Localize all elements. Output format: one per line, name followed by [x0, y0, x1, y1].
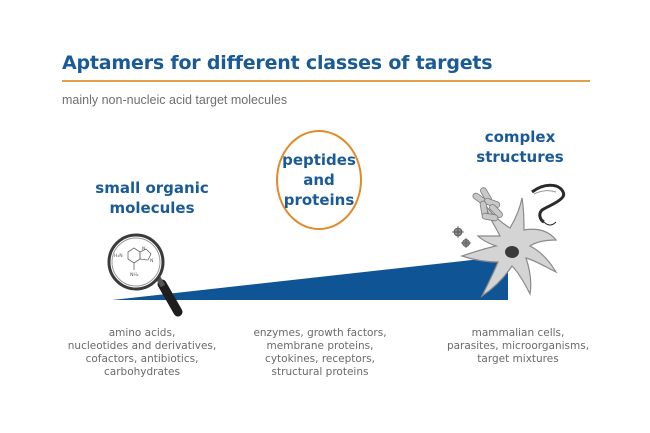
molecule-label: H₂N [114, 253, 123, 259]
heading-line: small organic [95, 179, 209, 197]
heading-small-organic-molecules: small organic molecules [82, 178, 222, 218]
examples-small-organic-molecules: amino acids, nucleotides and derivatives… [62, 327, 222, 379]
page-subtitle: mainly non-nucleic acid target molecules [62, 93, 288, 107]
heading-complex-structures: complex structures [460, 127, 580, 167]
example-line: target mixtures [477, 353, 559, 365]
heading-line: molecules [109, 199, 195, 217]
page-title: Aptamers for different classes of target… [62, 52, 493, 74]
virus-icon [452, 226, 471, 248]
example-line: amino acids, [108, 327, 176, 339]
heading-line: peptides [282, 151, 356, 169]
example-line: structural proteins [271, 366, 369, 378]
cell-icon [460, 197, 558, 298]
heading-line: proteins [283, 191, 355, 209]
parasite-icon [531, 183, 566, 226]
example-line: mammalian cells, [471, 327, 565, 339]
examples-complex-structures: mammalian cells, parasites, microorganis… [438, 327, 598, 366]
example-line: carbohydrates [104, 366, 180, 378]
example-line: nucleotides and derivatives, [67, 340, 217, 352]
example-line: cofactors, antibiotics, [85, 353, 199, 365]
molecule-label: N [150, 258, 153, 264]
molecule-label: N [142, 246, 145, 252]
heading-peptides-and-proteins: peptides and proteins [276, 150, 362, 210]
example-line: enzymes, growth factors, [253, 327, 387, 339]
bacteria-icon [472, 187, 503, 222]
heading-line: structures [476, 148, 564, 166]
example-line: cytokines, receptors, [265, 353, 375, 365]
example-line: membrane proteins, [266, 340, 374, 352]
examples-peptides-and-proteins: enzymes, growth factors, membrane protei… [245, 327, 395, 379]
circle-outline [276, 130, 362, 230]
title-underline [62, 80, 590, 82]
heading-line: complex [484, 128, 556, 146]
example-line: parasites, microorganisms, [446, 340, 590, 352]
increasing-complexity-wedge [112, 256, 508, 300]
molecule-label: NH₂ [130, 272, 139, 278]
heading-line: and [303, 171, 335, 189]
magnifier-molecule-icon: H₂N NH₂ N N [107, 233, 183, 317]
